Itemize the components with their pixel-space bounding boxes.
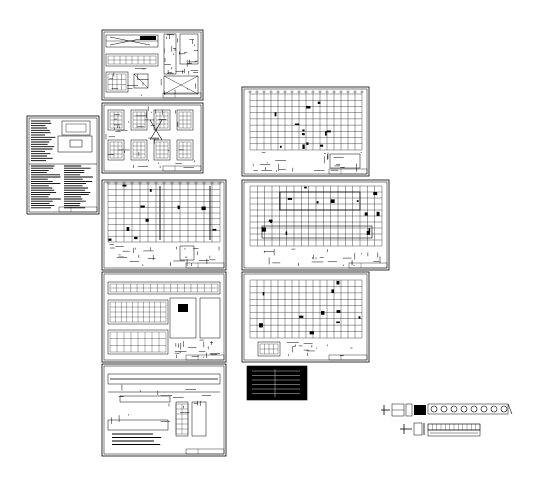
sheet-plan-a [101, 179, 227, 271]
sheets-layer [26, 29, 513, 457]
sheet-detail-strip-top [381, 403, 513, 417]
sheet-plan-c [241, 179, 390, 271]
sheet-long-section [101, 363, 227, 457]
sheet-cover-notes [26, 115, 100, 215]
sheet-plan-b [241, 86, 370, 177]
sheet-plan-d [241, 271, 370, 363]
sheet-section-elevation [101, 271, 227, 363]
sheet-title-block-black [246, 365, 308, 401]
sheet-detail-strip-bottom [400, 422, 481, 437]
sheet-node-details [101, 102, 204, 174]
sheet-elevation-sections [101, 29, 204, 101]
